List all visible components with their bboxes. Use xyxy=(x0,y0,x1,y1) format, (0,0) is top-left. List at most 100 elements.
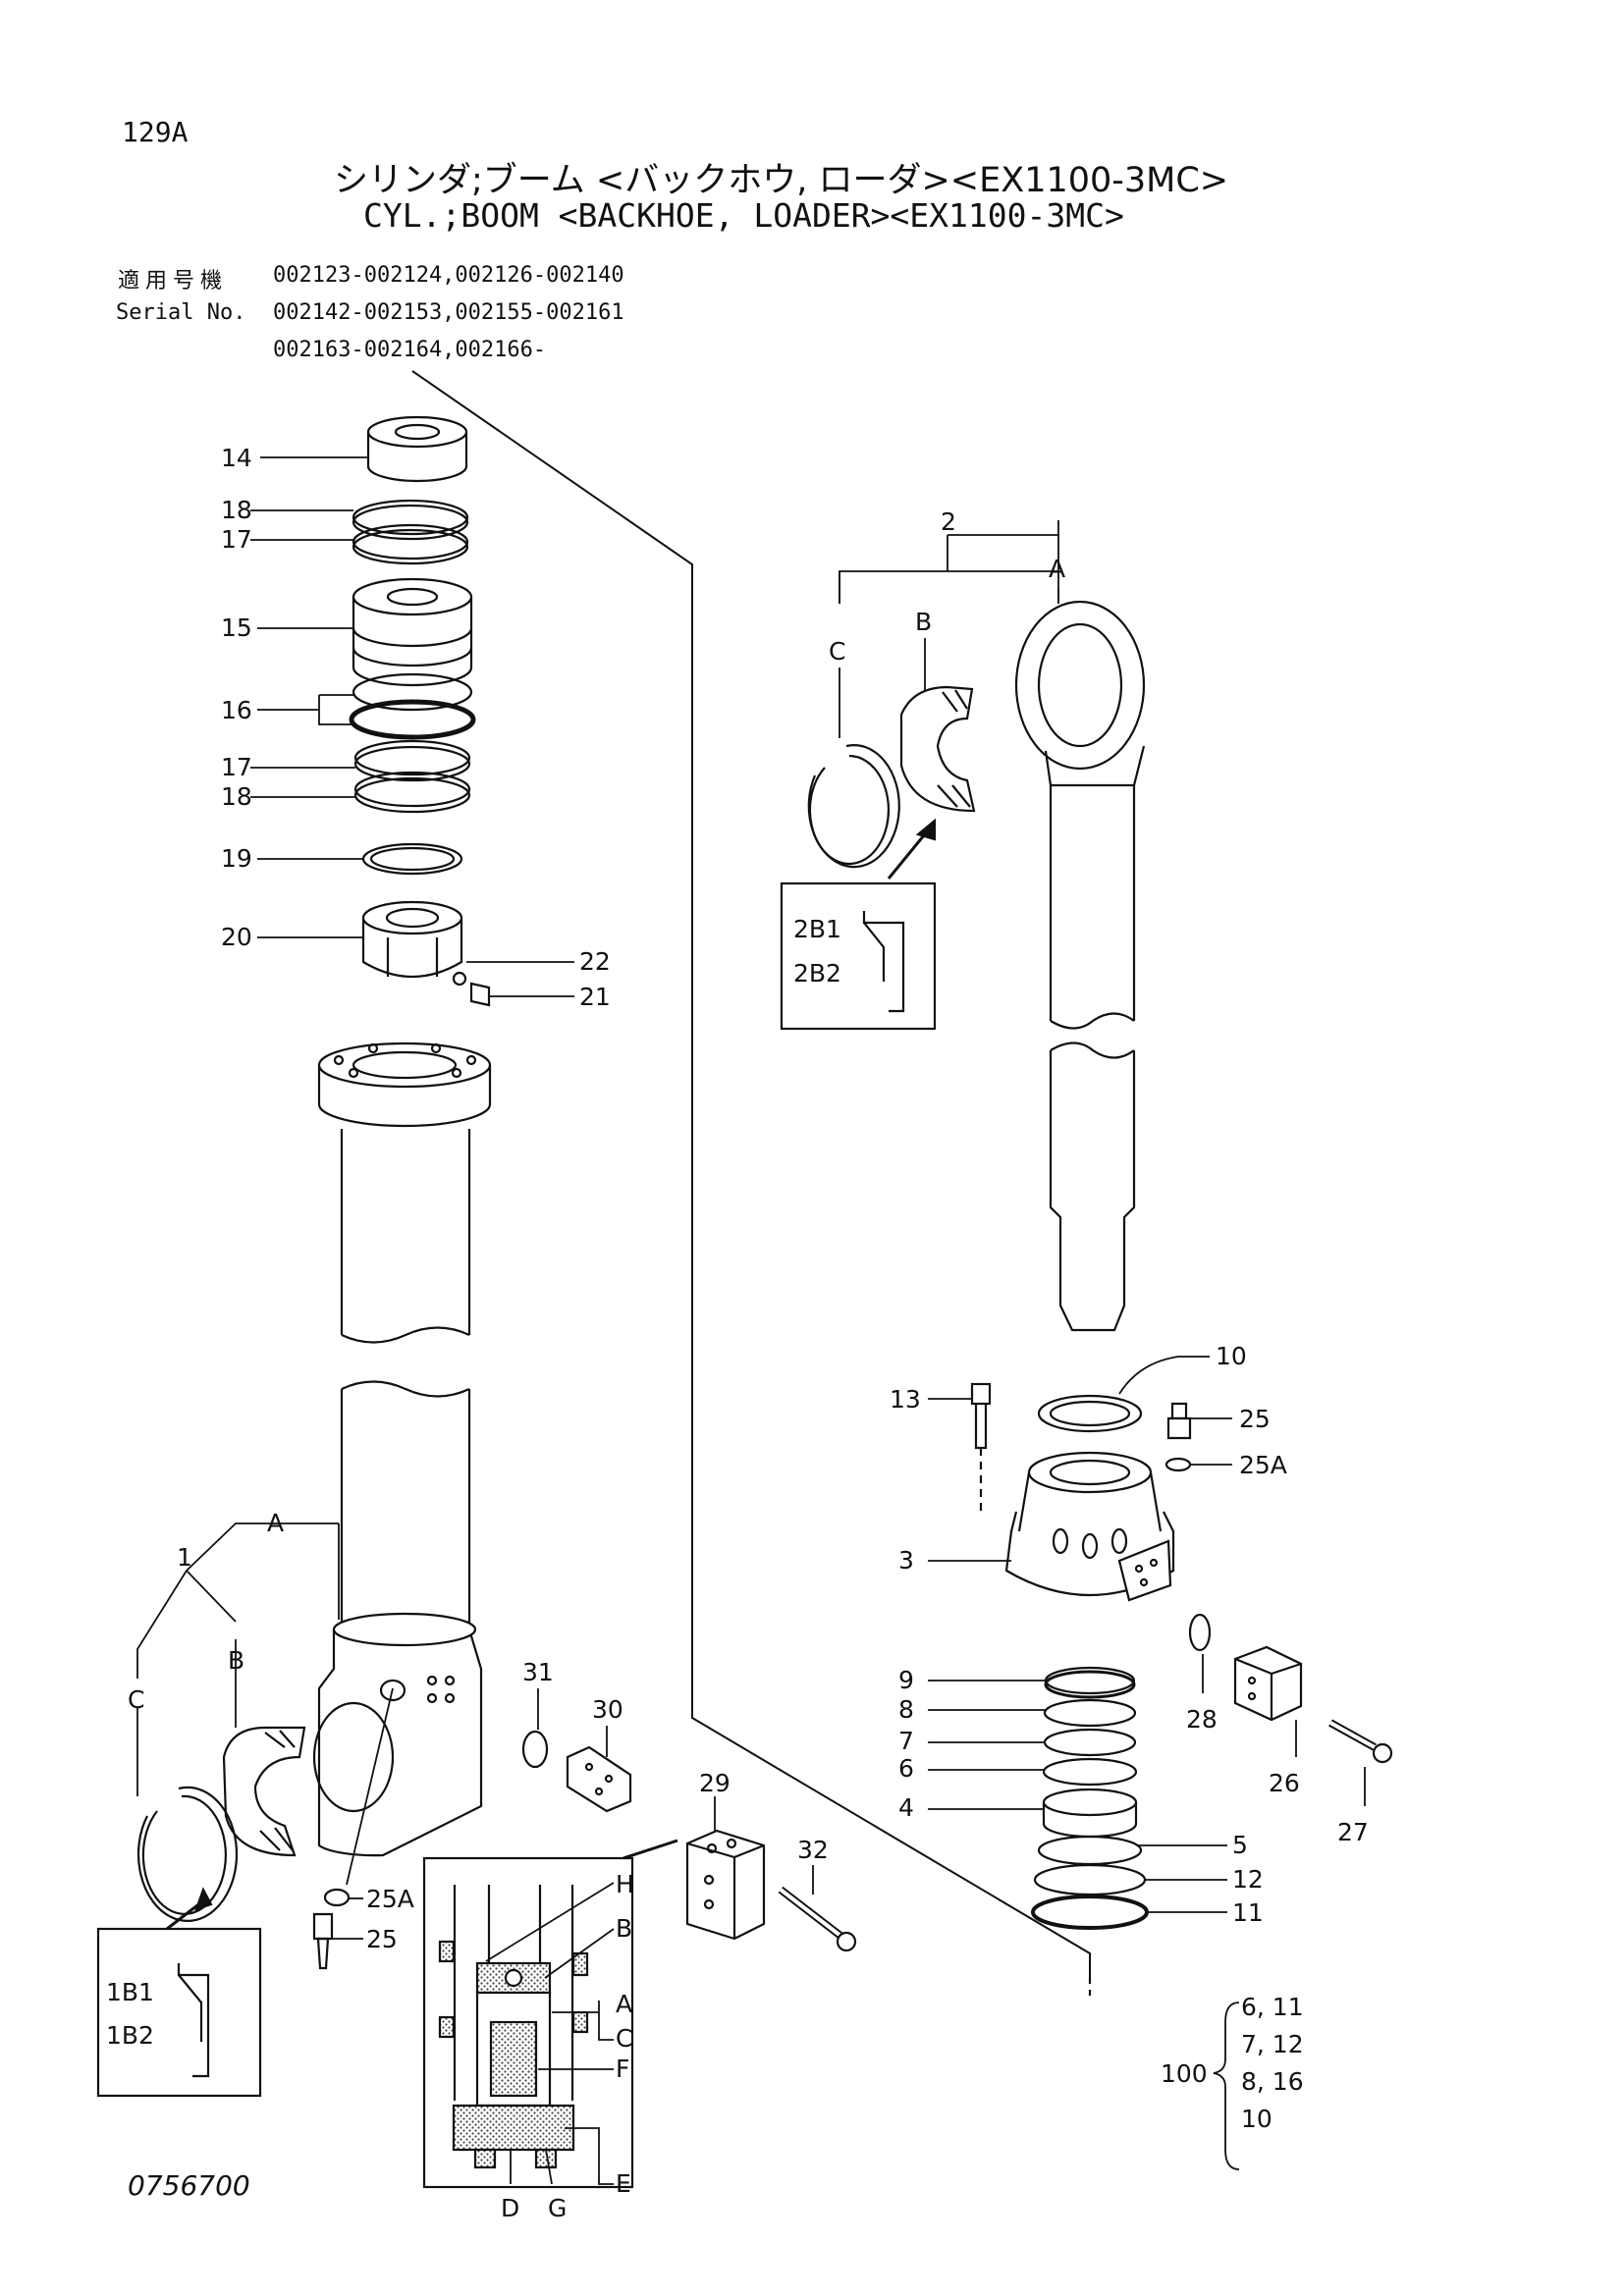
detail-label-H: H xyxy=(616,1870,634,1898)
callout-16: 16 xyxy=(221,696,252,724)
part-25-right-plug xyxy=(1166,1402,1192,1440)
callout-14: 14 xyxy=(221,444,252,472)
callout-22: 22 xyxy=(579,947,611,976)
parts-18-17-upper-seals xyxy=(352,499,469,565)
part-16-rings xyxy=(349,672,476,740)
part-25-left-plug xyxy=(312,1912,334,1970)
part-26-flange-block xyxy=(1233,1645,1303,1722)
callout-29: 29 xyxy=(699,1769,731,1797)
callout-2-A: A xyxy=(1049,555,1065,583)
serial-label-jp: 適用号機 xyxy=(118,269,229,294)
callout-1-B: B xyxy=(228,1646,244,1675)
serial-label-en: Serial No. xyxy=(116,300,246,325)
callout-1B2: 1B2 xyxy=(106,2021,154,2050)
callout-18-upper: 18 xyxy=(221,496,252,524)
callout-26: 26 xyxy=(1269,1769,1300,1797)
callout-11: 11 xyxy=(1232,1898,1264,1927)
part-31-o-ring xyxy=(521,1730,549,1769)
part-2A-rod-lower xyxy=(1049,1041,1136,1332)
parts-17-18-lower-seals xyxy=(353,739,471,814)
kit-item-3: 8, 16 xyxy=(1241,2067,1304,2096)
callout-3: 3 xyxy=(898,1546,914,1575)
kit-item-4: 10 xyxy=(1241,2105,1272,2133)
callout-2: 2 xyxy=(941,507,956,536)
cylinder-tube-lower xyxy=(340,1380,471,1629)
detail-label-E: E xyxy=(616,2169,631,2198)
detail-box-2B xyxy=(780,881,937,1031)
parts-9-to-11-ring-stack xyxy=(1031,1666,1149,1930)
callout-20: 20 xyxy=(221,923,252,951)
part-22-ball xyxy=(452,971,467,987)
callout-1-C: C xyxy=(128,1685,144,1714)
part-25A-left-o-ring xyxy=(323,1888,351,1907)
callout-17-lower: 17 xyxy=(221,753,252,781)
serial-range-1: 002123-002124,002126-002140 xyxy=(273,263,624,288)
detail-label-C: C xyxy=(616,2024,632,2053)
part-2-snap-ring-C xyxy=(807,744,900,869)
serial-range-3: 002163-002164,002166- xyxy=(273,338,547,362)
callout-27: 27 xyxy=(1337,1818,1369,1846)
callout-21: 21 xyxy=(579,983,611,1011)
detail-label-B: B xyxy=(616,1914,632,1943)
part-19-ring xyxy=(361,842,463,876)
callout-25-right: 25 xyxy=(1239,1405,1271,1433)
callout-6: 6 xyxy=(898,1754,914,1783)
callout-5: 5 xyxy=(1232,1831,1248,1859)
part-28-o-ring xyxy=(1188,1613,1212,1652)
callout-10: 10 xyxy=(1216,1342,1247,1370)
callout-15: 15 xyxy=(221,614,252,642)
callout-1B1: 1B1 xyxy=(106,1978,154,2006)
part-13-bolt xyxy=(970,1382,992,1512)
part-15-piston xyxy=(352,577,473,687)
callout-31: 31 xyxy=(522,1658,554,1686)
callout-2-B: B xyxy=(915,608,932,636)
callout-25A-left: 25A xyxy=(366,1885,414,1913)
callout-13: 13 xyxy=(890,1385,921,1414)
detail-box-valve-section xyxy=(422,1856,634,2189)
callout-25A-right: 25A xyxy=(1239,1451,1287,1479)
part-21-screw xyxy=(469,982,491,1007)
part-3-cylinder-head xyxy=(1004,1451,1175,1602)
document-number: 0756700 xyxy=(128,2169,250,2202)
part-10-ring xyxy=(1037,1394,1143,1433)
callout-2-C: C xyxy=(829,637,845,666)
part-20-nut xyxy=(361,900,463,978)
callout-17-upper: 17 xyxy=(221,525,252,554)
callout-32: 32 xyxy=(797,1836,829,1864)
kit-number: 100 xyxy=(1161,2059,1208,2088)
kit-item-1: 6, 11 xyxy=(1241,1993,1304,2021)
part-32-bolt xyxy=(778,1886,857,1952)
part-14-bushing xyxy=(366,415,468,483)
callout-labels: 14 18 17 15 16 17 18 19 20 22 21 2 A B C… xyxy=(106,444,1369,2222)
detail-label-A: A xyxy=(616,1990,632,2018)
callout-25-left: 25 xyxy=(366,1925,398,1953)
part-27-bolt xyxy=(1328,1719,1393,1764)
callout-leader-lines xyxy=(136,456,1366,2185)
callout-28: 28 xyxy=(1186,1705,1218,1734)
assembly-leader-line xyxy=(411,370,1091,1978)
callout-2B1: 2B1 xyxy=(793,915,841,943)
page-number: 129A xyxy=(122,116,189,148)
detail-label-F: F xyxy=(616,2055,629,2083)
title-japanese: シリンダ;ブーム <バックホウ, ローダ><EX1100-3MC> xyxy=(334,161,1229,200)
callout-19: 19 xyxy=(221,844,252,873)
cylinder-head-flange xyxy=(317,1041,492,1128)
callout-1-A: A xyxy=(267,1509,284,1537)
callout-2B2: 2B2 xyxy=(793,959,841,988)
cylinder-bottom-clevis xyxy=(312,1612,483,1857)
callout-4: 4 xyxy=(898,1793,914,1822)
part-2-segment-B xyxy=(899,685,976,813)
part-29-valve-block xyxy=(685,1829,766,1941)
part-25A-right-o-ring xyxy=(1164,1457,1192,1472)
detail-box-1B xyxy=(96,1927,262,2098)
callout-1: 1 xyxy=(177,1543,192,1572)
part-30-flange-block xyxy=(566,1745,632,1813)
callout-9: 9 xyxy=(898,1666,914,1694)
part-1-segment-B xyxy=(222,1726,306,1857)
title-english: CYL.;BOOM <BACKHOE, LOADER><EX1100-3MC> xyxy=(363,196,1124,235)
part-2A-rod-eye xyxy=(1014,600,1146,1030)
callout-12: 12 xyxy=(1232,1865,1264,1894)
detail-label-G: G xyxy=(548,2194,567,2222)
detail-label-D: D xyxy=(501,2194,519,2222)
